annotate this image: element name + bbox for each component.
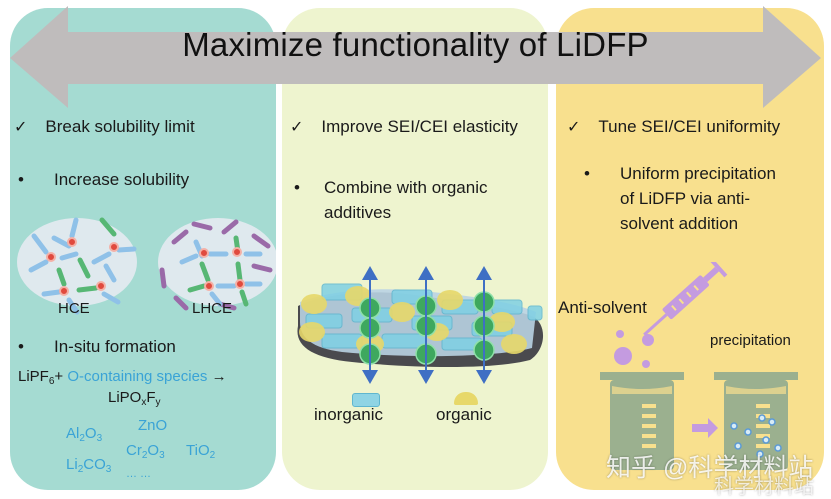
oxide-zno: ZnO bbox=[138, 417, 168, 434]
right-heading: Tune SEI/CEI uniformity bbox=[567, 117, 780, 137]
hce-label: HCE bbox=[58, 300, 90, 317]
banner-title: Maximize functionality of LiDFP bbox=[182, 26, 649, 63]
watermark-weibo: 科学材料站 bbox=[714, 476, 814, 498]
middle-bullet: •Combine with organic additives bbox=[294, 178, 488, 222]
reaction-product: LiPOxFy bbox=[108, 389, 161, 408]
inorganic-legend-label: inorganic bbox=[314, 405, 383, 424]
left-bullet-in-situ: •In-situ formation bbox=[18, 337, 176, 356]
oxide-cr2o3: Cr2O3 bbox=[126, 442, 165, 461]
left-bullet-increase-solubility: •Increase solubility bbox=[18, 170, 190, 189]
oxide-al2o3: Al2O3 bbox=[66, 425, 103, 444]
right-bullet: •Uniform precipitation of LiDFP via anti… bbox=[584, 164, 776, 233]
arrow-right-icon bbox=[692, 418, 718, 438]
oxide-tio2: TiO2 bbox=[186, 442, 216, 461]
organic-legend-label: organic bbox=[436, 405, 492, 424]
syringe-icon bbox=[643, 262, 728, 336]
double-arrow-banner bbox=[10, 6, 821, 108]
middle-heading: Improve SEI/CEI elasticity bbox=[290, 117, 518, 137]
anti-solvent-label: Anti-solvent bbox=[558, 298, 647, 317]
sei-layer-illustration bbox=[297, 266, 544, 384]
reaction-equation: LiPF6+ O-containing species → bbox=[18, 368, 227, 387]
middle-panel bbox=[282, 8, 548, 490]
precipitation-label: precipitation bbox=[710, 332, 791, 349]
left-heading: Break solubility limit bbox=[14, 117, 194, 137]
inorganic-legend-swatch bbox=[352, 393, 380, 407]
oxide-ellipsis: … … bbox=[126, 468, 152, 480]
solvation-cluster-illustration bbox=[17, 217, 276, 315]
anti-solvent-beaker-illustration bbox=[600, 262, 798, 470]
lhce-label: LHCE bbox=[192, 300, 233, 317]
organic-legend-swatch bbox=[454, 392, 478, 405]
oxide-li2co3: Li2CO3 bbox=[66, 456, 112, 475]
watermark-zhihu: 知乎 @科学材料站 bbox=[606, 454, 814, 482]
